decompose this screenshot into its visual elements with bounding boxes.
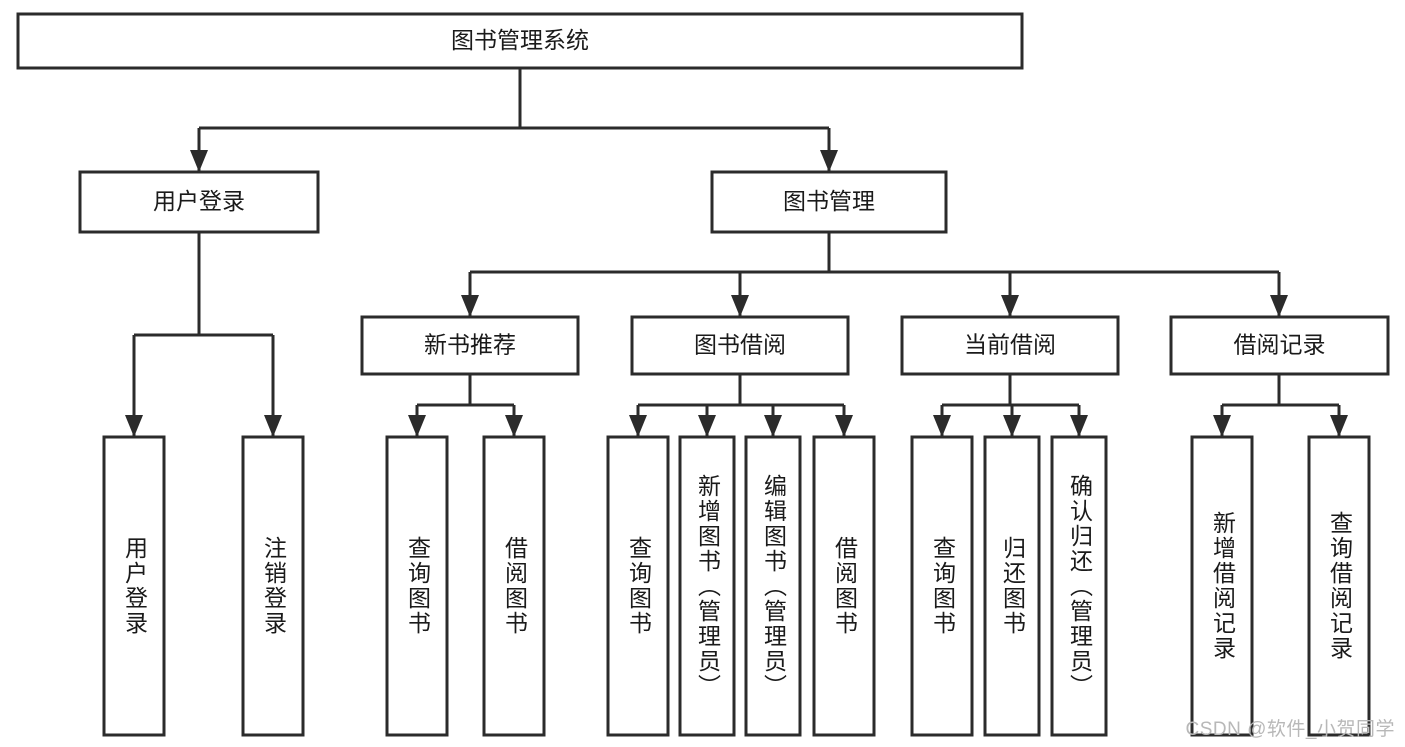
- root-drop-0-arrow-icon: [190, 150, 208, 172]
- level3-node-0-label: 新书推荐: [424, 332, 516, 358]
- group-2-leaf-drop-1-arrow-icon: [1003, 415, 1021, 437]
- leaf-node-9-box[interactable]: [983, 435, 1041, 737]
- level3-node-1-label: 图书借阅: [694, 332, 786, 358]
- group-2-leaf-drop-2-arrow-icon: [1070, 415, 1088, 437]
- leaf-node-6-box[interactable]: [744, 435, 802, 737]
- root-drop-1-arrow-icon: [820, 150, 838, 172]
- leaf-node-2-box[interactable]: [385, 435, 449, 737]
- group-3-leaf-drop-0-arrow-icon: [1213, 415, 1231, 437]
- leaf-node-8-box[interactable]: [910, 435, 974, 737]
- book-drop-3-arrow-icon: [1270, 295, 1288, 317]
- level3-node-2-label: 当前借阅: [964, 332, 1056, 358]
- leaf-node-7-box[interactable]: [812, 435, 876, 737]
- group-0-leaf-drop-0-arrow-icon: [408, 415, 426, 437]
- leaf-node-4-box[interactable]: [606, 435, 670, 737]
- connector-layer: [125, 68, 1348, 437]
- level2-node-1-box[interactable]: [710, 170, 948, 234]
- book-drop-2-arrow-icon: [1001, 295, 1019, 317]
- user-drop-0-arrow-icon: [125, 415, 143, 437]
- node-box-layer: [16, 12, 1390, 737]
- book-drop-1-arrow-icon: [731, 295, 749, 317]
- group-2-leaf-drop-0-arrow-icon: [933, 415, 951, 437]
- book-drop-0-arrow-icon: [461, 295, 479, 317]
- level3-node-3-box[interactable]: [1169, 315, 1390, 376]
- leaf-node-0-box[interactable]: [102, 435, 166, 737]
- watermark: CSDN @软件_小贺同学: [1185, 719, 1395, 740]
- leaf-node-3-box[interactable]: [482, 435, 546, 737]
- leaf-node-11-box[interactable]: [1190, 435, 1254, 737]
- level3-node-1-box[interactable]: [630, 315, 850, 376]
- group-3-leaf-drop-1-arrow-icon: [1330, 415, 1348, 437]
- user-drop-1-arrow-icon: [264, 415, 282, 437]
- level2-node-0-label: 用户登录: [153, 188, 245, 214]
- level2-node-1-label: 图书管理: [783, 188, 875, 214]
- group-1-leaf-drop-2-arrow-icon: [764, 415, 782, 437]
- level3-node-3-label: 借阅记录: [1234, 332, 1326, 358]
- level3-node-2-box[interactable]: [900, 315, 1120, 376]
- group-1-leaf-drop-3-arrow-icon: [835, 415, 853, 437]
- level2-node-0-box[interactable]: [78, 170, 320, 234]
- root-node-box[interactable]: [16, 12, 1024, 70]
- group-0-leaf-drop-1-arrow-icon: [505, 415, 523, 437]
- leaf-node-10-box[interactable]: [1050, 435, 1108, 737]
- group-1-leaf-drop-1-arrow-icon: [698, 415, 716, 437]
- leaf-node-1-box[interactable]: [241, 435, 305, 737]
- root-node-label: 图书管理系统: [451, 27, 589, 53]
- leaf-node-12-box[interactable]: [1307, 435, 1371, 737]
- group-1-leaf-drop-0-arrow-icon: [629, 415, 647, 437]
- level3-node-0-box[interactable]: [360, 315, 580, 376]
- leaf-node-5-box[interactable]: [678, 435, 736, 737]
